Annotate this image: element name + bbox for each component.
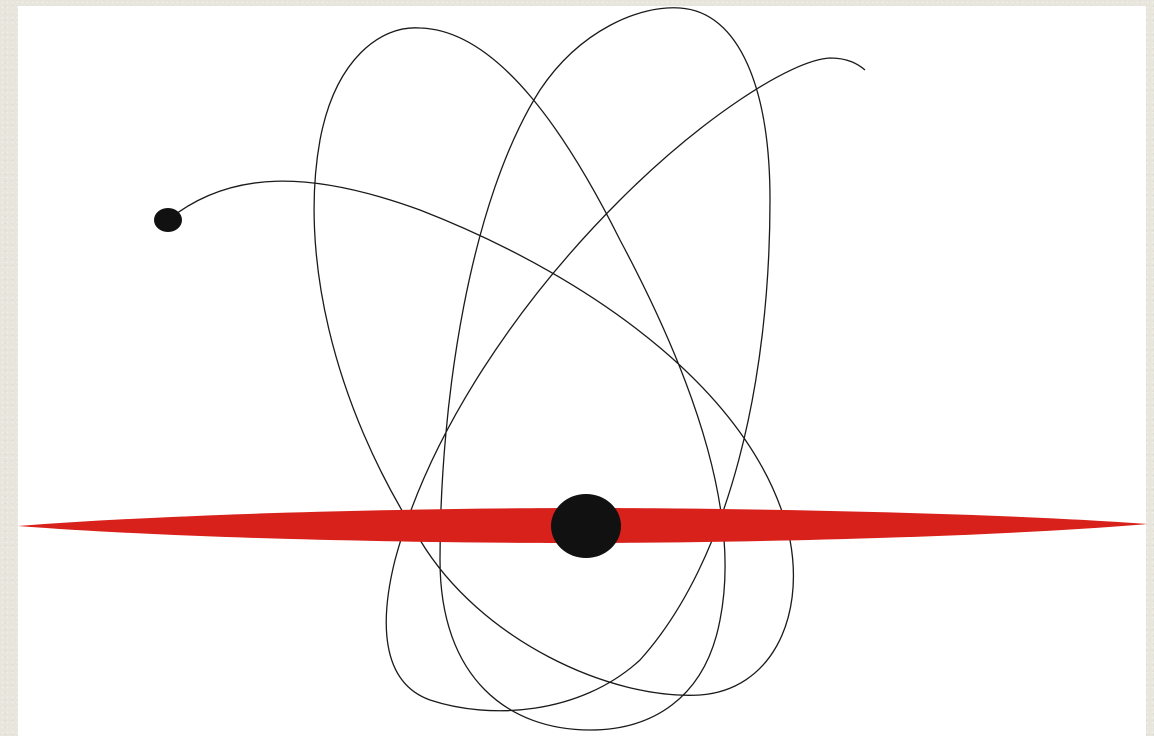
orbit-diagram [18,6,1146,736]
figure-panel [18,6,1146,736]
satellite-body [154,208,182,232]
orbit-trajectory [168,8,865,730]
central-bulge [551,494,621,558]
